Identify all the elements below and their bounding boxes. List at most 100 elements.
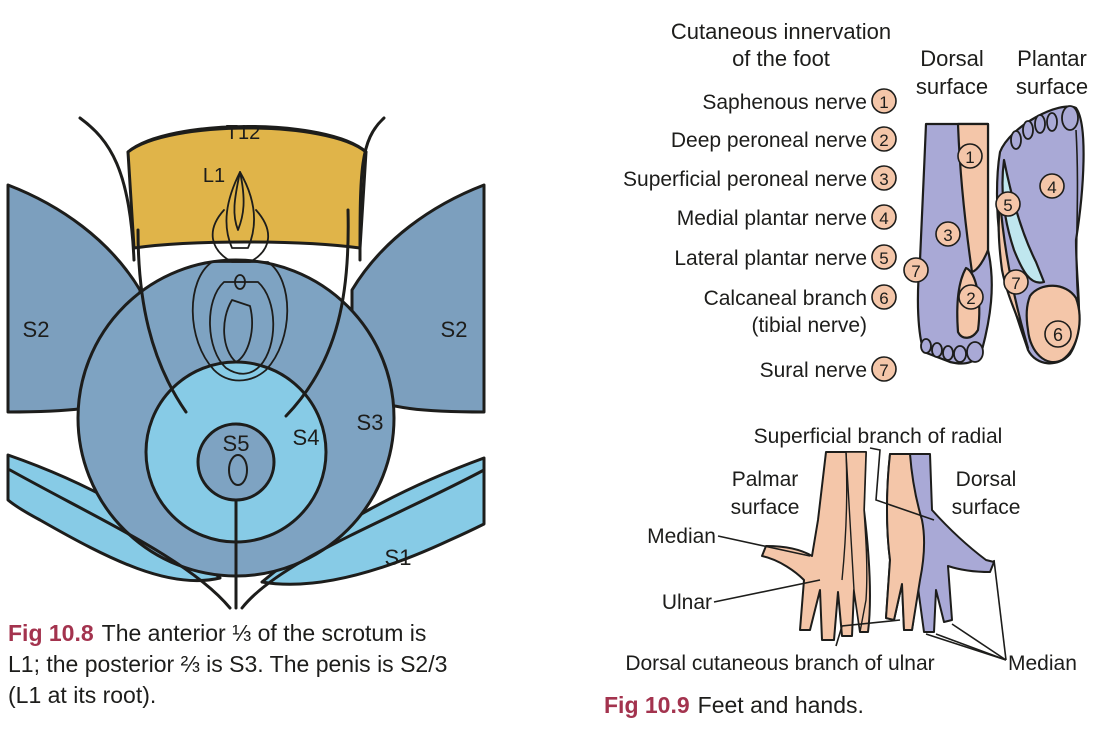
caption-fig-10-8-line1: Fig 10.8 The anterior ⅓ of the scrotum is [8,618,488,649]
label-ulnar: Ulnar [662,591,712,614]
legend-item: Calcaneal branch 6 [704,284,897,310]
marker-7-plantar: 7 [1003,269,1029,295]
label-palmar-line1: Palmar [732,468,799,491]
leader-ulnar [713,579,821,603]
label-t12: T12 [226,122,260,144]
s2-right-region [350,183,486,414]
marker-1: 1 [957,143,983,169]
legend-name: Lateral plantar nerve [674,247,867,270]
foot-title-line2: of the foot [732,46,830,71]
label-palmar-line2: surface [731,496,800,519]
marker-7-dorsal: 7 [903,257,929,283]
label-superficial-radial: Superficial branch of radial [754,425,1003,448]
label-dorsal-ulnar: Dorsal cutaneous branch of ulnar [625,652,934,675]
fig-10-8-labels: T12 L1 S2 S2 S3 S4 S5 S1 [23,122,468,570]
legend-num: 1 [879,93,888,112]
palmar-median-divider [841,451,848,581]
legend-name: Saphenous nerve [702,91,867,114]
legend-num: 4 [879,209,888,228]
marker-1-num: 1 [965,148,974,167]
palmar-hand-outline [761,451,872,641]
leader-median-right-4 [925,633,1007,661]
marker-6-num: 6 [1053,325,1063,345]
foot-dorsal-line2: surface [916,74,988,99]
anus-outline [228,454,248,486]
marker-3: 3 [935,221,961,247]
right-flank-line [358,116,386,262]
plantar-foot-illustration [995,105,1085,365]
medial-plantar-edge [1075,129,1079,301]
leader-median-left [717,535,811,557]
foot-title-line1: Cutaneous innervation [671,19,891,44]
s3-inner-arc-right [284,208,350,418]
legend-extra: (tibial nerve) [751,314,867,337]
leader-median-right-1 [993,559,1007,661]
genitalia-outline [191,171,289,382]
legend-item: Sural nerve 7 [760,356,897,382]
label-s1: S1 [385,545,412,570]
leader-median-right-2 [951,623,1007,661]
caption-fig-10-9-number: Fig 10.9 [604,692,690,718]
caption-fig-10-9: Fig 10.9 Feet and hands. [604,690,1084,721]
marker-3-num: 3 [943,226,952,245]
marker-7-plantar-num: 7 [1011,274,1020,293]
palmar-hand-illustration [761,451,872,641]
legend-name: Sural nerve [760,359,867,382]
label-s3: S3 [357,410,384,435]
dorsal-radial-zone [885,453,926,631]
legend-item: Deep peroneal nerve 2 [671,126,897,152]
plantar-toes [1010,105,1079,150]
foot-plantar-line1: Plantar [1017,46,1087,71]
foot-dorsal-line1: Dorsal [920,46,984,71]
label-s2-left: S2 [23,317,50,342]
caption-fig-10-8-text1: The anterior ⅓ of the scrotum is [101,620,427,646]
marker-4-num: 4 [1047,178,1056,197]
label-s4: S4 [293,425,320,450]
palmar-ulnar-strip [845,451,868,633]
label-l1: L1 [203,165,225,187]
label-dorsal-line1: Dorsal [956,468,1017,491]
legend-num: 5 [879,249,888,268]
fig-10-8-diagram [6,116,486,610]
marker-5-num: 5 [1003,196,1012,215]
dorsal-toes [920,338,984,363]
foot-plantar-line2: surface [1016,74,1088,99]
marker-2: 2 [958,284,984,310]
caption-fig-10-8-line2: L1; the posterior ⅔ is S3. The penis is … [8,651,448,677]
caption-fig-10-8-number: Fig 10.8 [8,620,94,646]
sural-plantar-zone [997,198,1030,350]
legend-item: Lateral plantar nerve 5 [674,244,897,270]
legend-num: 6 [879,289,888,308]
foot-markers: 1 3 2 7 4 5 7 6 [903,143,1072,348]
right-buttock-curve [240,468,486,610]
legend-item: Superficial peroneal nerve 3 [623,165,897,191]
label-dorsal-line2: surface [952,496,1021,519]
marker-7-dorsal-num: 7 [911,262,920,281]
legend-num: 7 [879,361,888,380]
caption-fig-10-8: Fig 10.8 The anterior ⅓ of the scrotum is… [8,618,488,711]
dorsal-hand-illustration [885,453,995,633]
legend-name: Deep peroneal nerve [671,129,867,152]
legend-name: Calcaneal branch [704,287,867,310]
marker-4: 4 [1039,173,1065,199]
leader-superficial-radial [869,447,935,521]
label-median-left: Median [647,525,716,548]
marker-6: 6 [1044,320,1072,348]
legend-num: 3 [879,170,888,189]
label-s2-right: S2 [441,317,468,342]
legend-item: Medial plantar nerve 4 [677,204,897,230]
label-median-right: Median [1008,652,1077,675]
caption-fig-10-8-line3: (L1 at its root). [8,682,157,708]
hand-leader-lines [713,447,1007,661]
legend-name: Medial plantar nerve [677,207,867,230]
left-flank-line [78,116,136,262]
s3-inner-arc-left [136,228,188,414]
legend-num: 2 [879,131,888,150]
caption-fig-10-9-text: Feet and hands. [697,692,864,718]
foot-legend: Saphenous nerve 1 Deep peroneal nerve 2 … [623,88,897,382]
marker-5: 5 [995,191,1021,217]
leader-dorsal-ulnar [835,619,901,647]
label-s5: S5 [223,431,250,456]
left-buttock-curve [8,468,232,610]
